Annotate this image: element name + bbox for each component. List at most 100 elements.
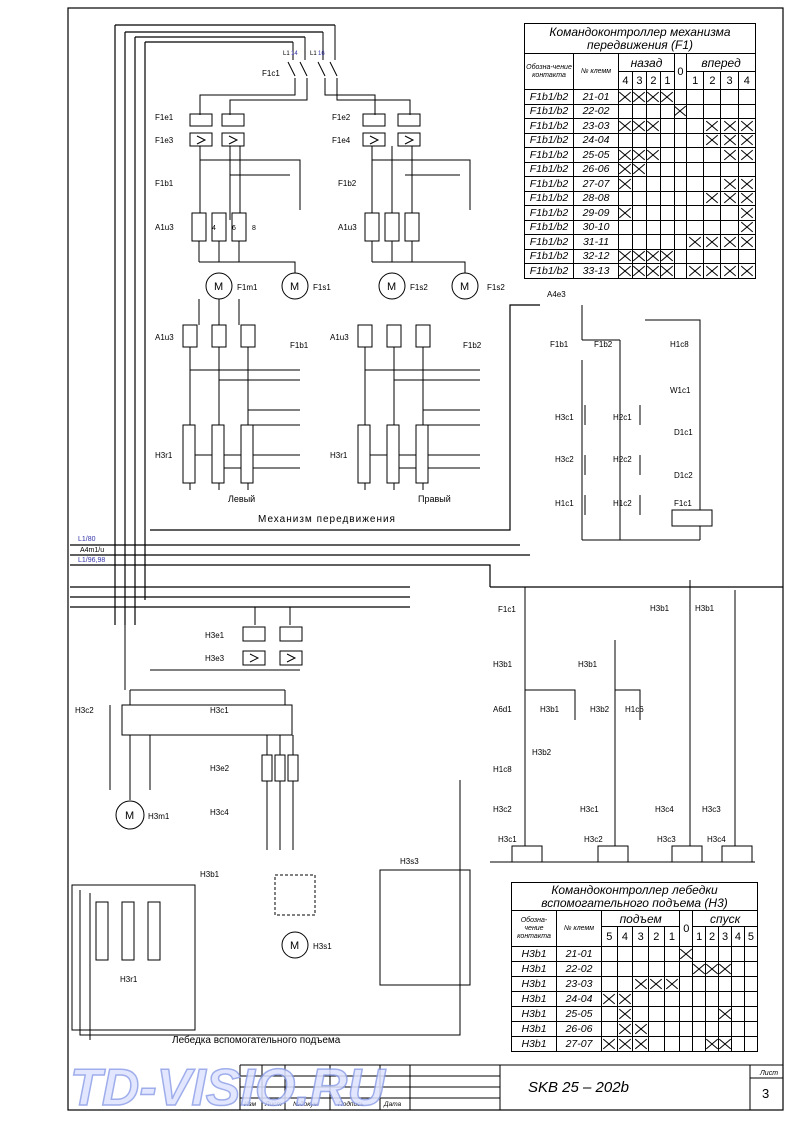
closed-contact-mark bbox=[686, 263, 705, 279]
h3b1-c5-label: H3b1 bbox=[540, 705, 560, 714]
closed-contact-mark bbox=[720, 190, 739, 206]
a1u3-left2-label: A1u3 bbox=[155, 333, 174, 342]
open-contact-cell bbox=[718, 991, 732, 1007]
open-contact-cell bbox=[703, 248, 722, 264]
open-contact-cell bbox=[618, 190, 633, 206]
open-contact-cell bbox=[601, 961, 618, 977]
drive-col-designation: Обозна-чение контакта bbox=[524, 53, 574, 90]
closed-contact-mark bbox=[618, 176, 633, 192]
hoist_table-position-header: 4 bbox=[616, 926, 634, 947]
open-contact-cell bbox=[645, 205, 661, 221]
closed-contact-mark bbox=[631, 248, 647, 264]
h3c1-ctrl2-label: H3c1 bbox=[580, 805, 599, 814]
open-contact-cell bbox=[718, 1021, 732, 1037]
open-contact-cell bbox=[743, 976, 759, 992]
open-contact-cell bbox=[673, 234, 688, 250]
contact-name: F1b1/b2 bbox=[524, 234, 574, 250]
open-contact-cell bbox=[631, 132, 647, 148]
open-contact-cell bbox=[618, 132, 633, 148]
h3c1-ctrl-label: H3c1 bbox=[555, 413, 574, 422]
travel-control bbox=[581, 305, 713, 541]
closed-contact-mark bbox=[618, 118, 633, 134]
open-contact-cell bbox=[692, 976, 707, 992]
open-contact-cell bbox=[686, 118, 705, 134]
open-contact-cell bbox=[686, 147, 705, 163]
open-contact-cell bbox=[686, 161, 705, 177]
contact-name: F1b1/b2 bbox=[524, 190, 574, 206]
closed-contact-mark bbox=[616, 991, 634, 1007]
open-contact-cell bbox=[631, 234, 647, 250]
closed-contact-mark bbox=[618, 147, 633, 163]
open-contact-cell bbox=[679, 961, 694, 977]
contact-name: H3b1 bbox=[511, 1036, 557, 1052]
closed-contact-mark bbox=[659, 263, 675, 279]
closed-contact-mark bbox=[737, 263, 757, 279]
open-contact-cell bbox=[631, 103, 647, 119]
open-contact-cell bbox=[616, 961, 634, 977]
terminal-number: 24-04 bbox=[556, 991, 602, 1007]
closed-contact-mark bbox=[720, 263, 739, 279]
open-contact-cell bbox=[645, 176, 661, 192]
f1e4-label: F1e4 bbox=[332, 136, 351, 145]
motor-f1s1-glyph: M bbox=[290, 281, 299, 293]
drive-pos-zero: 0 bbox=[673, 53, 688, 90]
open-contact-cell bbox=[679, 1006, 694, 1022]
open-contact-cell bbox=[645, 190, 661, 206]
terminal-number: 26-06 bbox=[573, 161, 619, 177]
open-contact-cell bbox=[692, 1021, 707, 1037]
l1-16-label: L1 bbox=[310, 51, 317, 57]
open-contact-cell bbox=[679, 976, 694, 992]
open-contact-cell bbox=[663, 1021, 681, 1037]
terminal-number: 26-06 bbox=[556, 1021, 602, 1037]
stamp-col-3: №докум bbox=[293, 1100, 319, 1108]
closed-contact-mark bbox=[659, 248, 675, 264]
open-contact-cell bbox=[647, 1006, 665, 1022]
terminal-number: 25-05 bbox=[556, 1006, 602, 1022]
terminal-number: 22-02 bbox=[573, 103, 619, 119]
open-contact-cell bbox=[632, 991, 649, 1007]
hoist-pos-zero: 0 bbox=[679, 910, 694, 947]
open-contact-cell bbox=[731, 1036, 745, 1052]
closed-contact-mark bbox=[679, 946, 694, 962]
drive_table-position-header: 2 bbox=[703, 71, 722, 90]
closed-contact-mark bbox=[632, 1036, 649, 1052]
open-contact-cell bbox=[686, 248, 705, 264]
bus-l1-80: L1/80 bbox=[78, 536, 96, 543]
open-contact-cell bbox=[647, 991, 665, 1007]
closed-contact-mark bbox=[647, 976, 665, 992]
h3c1-coil-label: H3c1 bbox=[498, 835, 517, 844]
terminal-number: 29-09 bbox=[573, 205, 619, 221]
f1b1-left-label: F1b1 bbox=[155, 179, 174, 188]
open-contact-cell bbox=[659, 147, 675, 163]
closed-contact-mark bbox=[631, 161, 647, 177]
closed-contact-mark bbox=[645, 89, 661, 105]
open-contact-cell bbox=[601, 976, 618, 992]
open-contact-cell bbox=[692, 1006, 707, 1022]
open-contact-cell bbox=[673, 190, 688, 206]
terminal-number: 32-12 bbox=[573, 248, 619, 264]
motor-h3m1-glyph: M bbox=[125, 810, 134, 822]
open-contact-cell bbox=[743, 961, 759, 977]
stamp-col-2: Лист bbox=[264, 1101, 282, 1108]
terminal-number: 25-05 bbox=[573, 147, 619, 163]
drive_table-position-header: 2 bbox=[645, 71, 661, 90]
contact-name: H3b1 bbox=[511, 961, 557, 977]
hoist-power bbox=[71, 597, 471, 1040]
stamp-col-5: Дата bbox=[383, 1101, 402, 1108]
h3b1-c4-label: H3b1 bbox=[695, 604, 715, 613]
open-contact-cell bbox=[645, 219, 661, 235]
power-buses bbox=[70, 24, 783, 625]
closed-contact-mark bbox=[632, 976, 649, 992]
h3b1-c3-label: H3b1 bbox=[650, 604, 670, 613]
open-contact-cell bbox=[703, 103, 722, 119]
open-contact-cell bbox=[731, 991, 745, 1007]
h1c6-label: H1c6 bbox=[625, 705, 644, 714]
h1c1-ctrl-label: H1c1 bbox=[555, 499, 574, 508]
open-contact-cell bbox=[703, 219, 722, 235]
terminal-number: 23-03 bbox=[556, 976, 602, 992]
closed-contact-mark bbox=[705, 961, 720, 977]
